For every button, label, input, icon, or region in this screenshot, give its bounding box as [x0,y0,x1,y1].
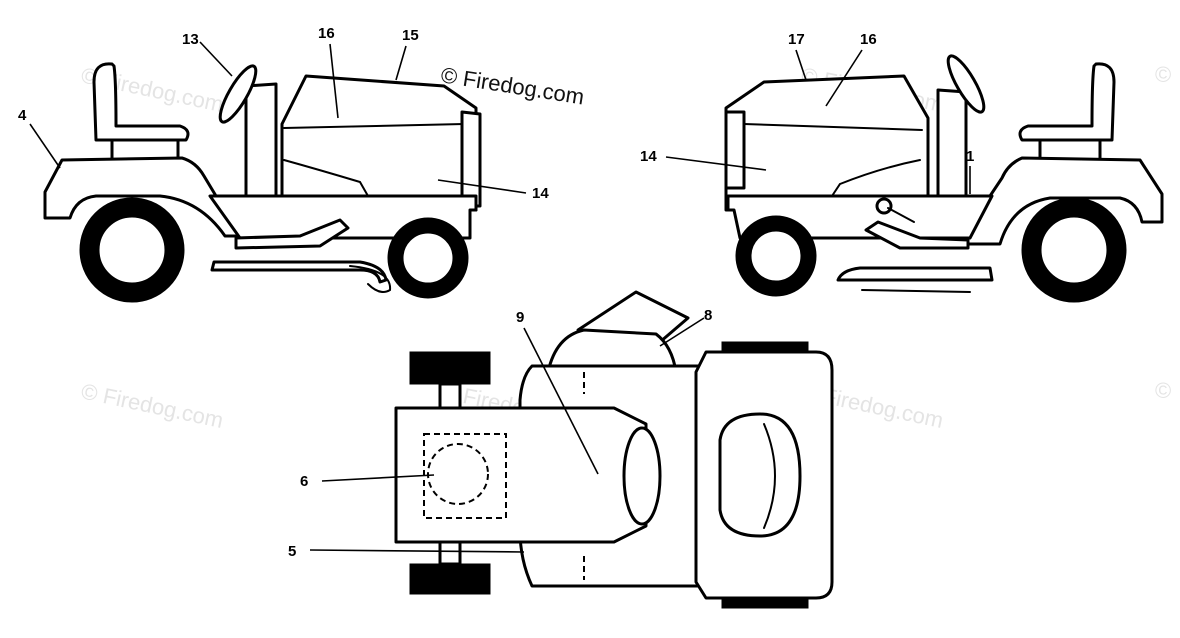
top-seat-back-line [763,423,776,529]
watermark-faint-2: © Firedog.com [79,378,226,433]
right-steering-column [936,88,968,198]
mower-top-view [394,290,834,609]
right-seat-back [1018,62,1116,142]
left-mower-deck [210,260,388,284]
left-steering-column [244,82,278,198]
callout-4: 4 [18,107,27,124]
mower-left-side-view [43,62,482,303]
callout-13: 13 [182,31,199,48]
callout-5: 5 [288,543,296,560]
right-running-board [864,220,970,250]
right-grille [724,110,746,190]
watermark-faint-6: © [1155,62,1171,87]
top-callouts: 9 8 6 5 [288,307,712,560]
right-pedal-knob [875,197,893,215]
right-mower-deck [836,266,994,282]
left-hood-crease [283,123,465,129]
left-deck-chute [349,265,392,293]
left-running-board [234,218,350,250]
top-front-wheel-lower [409,563,491,595]
callout-9: 9 [516,309,524,326]
top-front-wheel-upper [409,351,491,385]
right-hood [724,74,930,212]
left-hood-side-line [283,159,369,197]
top-fuel-cap [622,426,662,526]
leader-4 [29,123,61,169]
callout-6: 6 [300,473,308,490]
leader-14-left [437,179,527,194]
mower-right-side-view [724,54,1164,303]
right-hood-side-line [831,159,921,197]
top-seat [718,412,802,538]
callout-14-left: 14 [532,185,549,202]
left-steering-wheel [218,64,258,124]
callout-16-left: 16 [318,25,335,42]
callout-1: 1 [966,148,974,165]
right-pedal-lever [887,207,915,223]
callout-14-right: 14 [640,148,657,165]
callout-17: 17 [788,31,805,48]
left-hood [280,74,478,212]
right-hood-crease [743,123,923,131]
top-axle-lower [438,540,462,566]
leader-16-right [825,49,863,107]
leader-9 [523,327,599,475]
leader-14-right [665,156,767,171]
leader-15 [395,45,407,81]
top-axle-upper [438,382,462,410]
leader-13 [199,41,233,77]
callout-16-right: 16 [860,31,877,48]
right-callouts: 17 16 14 1 [640,31,974,194]
left-grille [460,110,482,208]
leader-17 [795,49,807,81]
watermark-faint-7: © [1155,378,1171,403]
right-steering-wheel [946,54,986,114]
left-front-wheel-hub [400,230,456,286]
left-seat-back [92,62,190,142]
right-deck-skid [861,289,971,293]
callout-15: 15 [402,27,419,44]
right-rear-fender [966,156,1164,246]
top-dash [546,328,678,374]
leader-6 [321,474,435,482]
top-decal-area-circle [427,443,489,505]
right-rear-wheel-hub [1038,214,1110,286]
callout-8: 8 [704,307,712,324]
leader-5 [309,549,525,553]
left-rear-fender [43,156,252,238]
left-rear-wheel-hub [96,214,168,286]
top-hood [394,406,648,544]
leader-8 [659,317,705,347]
leader-16-left [329,43,339,119]
right-front-wheel-hub [748,228,804,284]
